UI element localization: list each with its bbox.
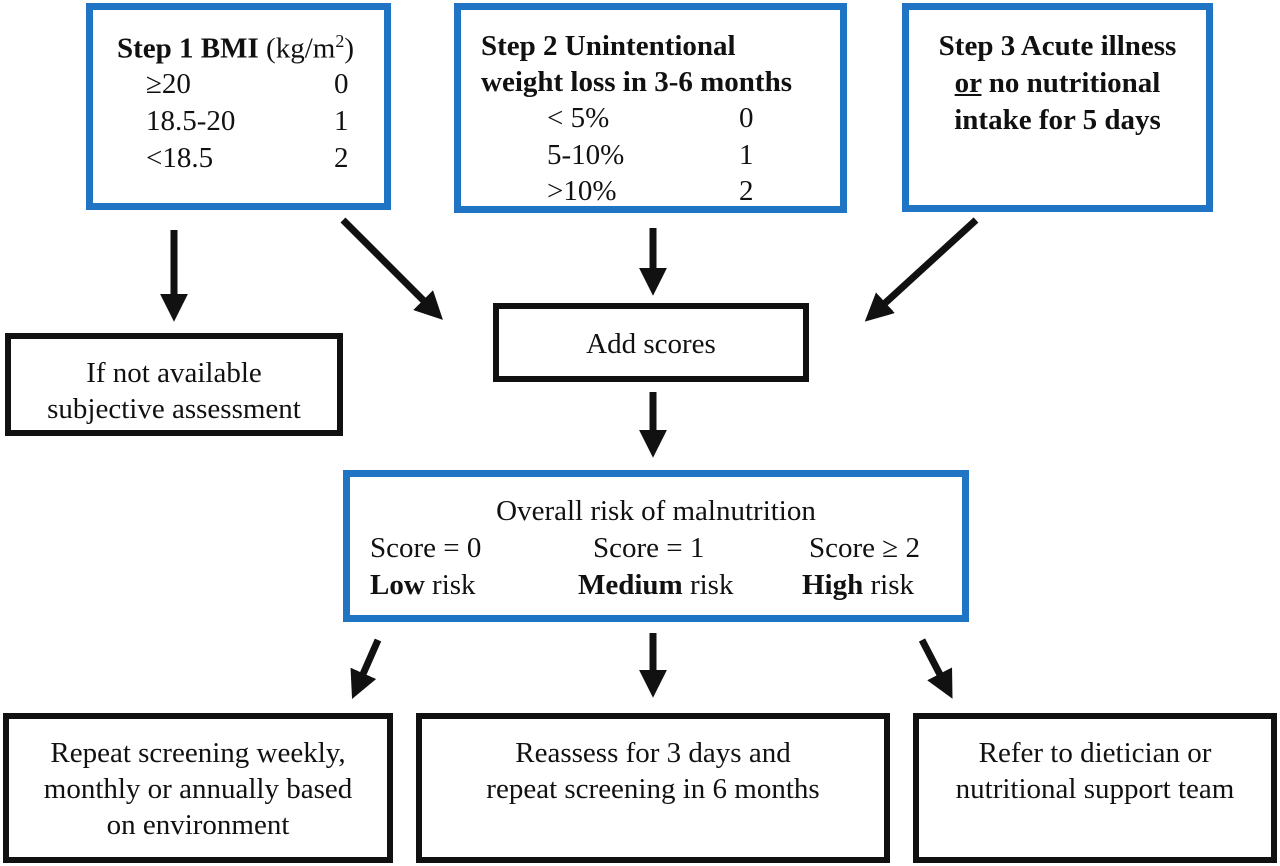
step1-row-range: 18.5-20 [146, 105, 236, 137]
arrow-step3-to-add-scores [864, 217, 979, 322]
risk-score-medium: Score = 1 [593, 532, 705, 564]
risk-score-high: Score ≥ 2 [809, 532, 920, 564]
overall-risk-title: Overall risk of malnutrition [496, 495, 816, 527]
not-available-box: If not available subjective assessment [5, 333, 343, 436]
add-scores-label: Add scores [586, 328, 716, 360]
not-available-line1: If not available [86, 357, 262, 389]
step1-title: Step 1 BMI (kg/m2) [117, 31, 354, 65]
outcome-medium-box: Reassess for 3 days and repeat screening… [416, 713, 890, 863]
step2-row-range: >10% [547, 175, 617, 207]
step2-row-score: 0 [739, 102, 754, 134]
step3-line1: Step 3 Acute illness [938, 30, 1177, 62]
step2-row-range: < 5% [547, 102, 610, 134]
outcome-high-box: Refer to dietician or nutritional suppor… [913, 713, 1277, 863]
overall-risk-box: Overall risk of malnutrition Score = 0 L… [343, 470, 969, 622]
step2-row-range: 5-10% [547, 139, 625, 171]
not-available-line2: subjective assessment [47, 393, 301, 425]
outcome-medium-line1: Reassess for 3 days and [515, 737, 791, 769]
step3-box: Step 3 Acute illness or no nutritional i… [902, 3, 1213, 212]
risk-level-medium: Medium risk [578, 569, 734, 601]
outcome-high-line1: Refer to dietician or [978, 737, 1212, 769]
outcome-medium-line2: repeat screening in 6 months [486, 773, 820, 805]
outcome-low-line1: Repeat screening weekly, [50, 737, 346, 769]
step2-title-line2: weight loss in 3-6 months [481, 66, 792, 98]
outcome-low-line2: monthly or annually based [43, 773, 353, 805]
step2-title-line1: Step 2 Unintentional [481, 30, 736, 62]
step3-line2: or no nutritional [954, 67, 1161, 99]
step2-row-score: 2 [739, 175, 754, 207]
arrow-overall-to-high [918, 638, 953, 699]
step1-row-score: 1 [334, 105, 349, 137]
arrow-overall-to-low [350, 638, 382, 699]
step1-box: Step 1 BMI (kg/m2) ≥20 0 18.5-20 1 <18.5… [86, 3, 391, 210]
step3-line3: intake for 5 days [954, 104, 1161, 136]
step1-row-range: <18.5 [146, 142, 214, 174]
outcome-low-line3: on environment [106, 809, 290, 841]
step1-row-range: ≥20 [146, 68, 191, 100]
risk-score-low: Score = 0 [370, 532, 482, 564]
step2-box: Step 2 Unintentional weight loss in 3-6 … [454, 3, 847, 213]
step1-row-score: 2 [334, 142, 349, 174]
risk-level-high: High risk [802, 569, 914, 601]
add-scores-box: Add scores [493, 303, 809, 382]
outcome-high-line2: nutritional support team [955, 773, 1235, 805]
arrow-step1-to-add-scores [340, 217, 443, 320]
step2-row-score: 1 [739, 139, 754, 171]
step1-row-score: 0 [334, 68, 349, 100]
risk-level-low: Low risk [370, 569, 476, 601]
outcome-low-box: Repeat screening weekly, monthly or annu… [3, 713, 393, 863]
